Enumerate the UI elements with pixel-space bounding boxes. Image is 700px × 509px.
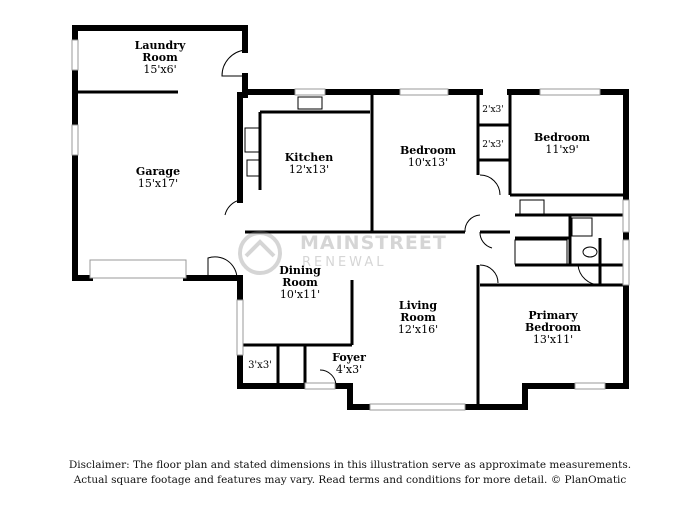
kitchen-sink — [297, 96, 323, 110]
hall-door-arc-2 — [464, 214, 481, 233]
garage-exterior-wall — [72, 25, 248, 53]
hall-door-arc-3 — [479, 231, 493, 249]
kitchen-window — [294, 88, 326, 96]
toilet — [582, 246, 598, 258]
windows — [71, 39, 630, 411]
laundry-room-dims: 15'x6' — [143, 63, 177, 76]
foyer-door-arc — [319, 369, 337, 387]
garage-dims: 15'x17' — [137, 177, 179, 190]
primary-window-right — [622, 239, 630, 286]
bedroom2-name: Bedroom — [533, 131, 591, 144]
living-room-name-2: Room — [400, 311, 436, 324]
garage-label: Garage 15'x17' — [136, 166, 180, 190]
garage-entry-door-arc — [207, 256, 238, 279]
garage-window-mid — [71, 124, 79, 156]
bottom-right-wall-2 — [477, 383, 578, 410]
fixtures — [244, 96, 598, 265]
disclaimer-line1: Disclaimer: The floor plan and stated di… — [68, 459, 632, 471]
dining-room-dims: 10'x11' — [279, 288, 321, 301]
bedroom1-label: Bedroom 10'x13' — [400, 145, 456, 169]
hall-door-arc — [479, 174, 501, 196]
bottom-living-wall-2 — [332, 383, 373, 410]
fridge — [246, 159, 261, 177]
foyer-dims: 4'x3' — [335, 363, 363, 376]
closet-c-label: 3'x3' — [248, 360, 272, 371]
doors — [207, 49, 601, 387]
kitchen-label: Kitchen 12'x13' — [285, 152, 334, 176]
foyer-door — [304, 382, 336, 390]
living-room-label: Living Room 12'x16' — [398, 300, 438, 336]
bedroom1-name: Bedroom — [399, 144, 457, 157]
primary-bedroom-label: Primary Bedroom 13'x11' — [525, 310, 581, 346]
primary-window-bottom — [574, 382, 606, 390]
bathtub — [514, 239, 568, 265]
foyer-label: Foyer 4'x3' — [332, 352, 366, 376]
laundry-door-arc — [221, 49, 246, 77]
disclaimer-line2: Actual square footage and features may v… — [73, 474, 627, 486]
closet-b-label: 2'x3' — [482, 140, 504, 150]
dining-window — [236, 299, 244, 356]
laundry-room-label: Laundry Room 15'x6' — [135, 40, 186, 76]
laundry-room-name-2: Room — [142, 51, 178, 64]
bedroom1-window — [399, 88, 449, 96]
bedroom2-dims: 11'x9' — [545, 143, 579, 156]
bedroom2-label: Bedroom 11'x9' — [534, 132, 590, 156]
dining-room-name-1: Dining — [279, 264, 321, 277]
living-room-dims: 12'x16' — [397, 323, 439, 336]
kitchen-dims: 12'x13' — [288, 163, 330, 176]
garage-name: Garage — [135, 165, 181, 178]
bedroom2-window — [539, 88, 601, 96]
watermark-line1: MAINSTREET — [300, 232, 447, 254]
dining-room-name-2: Room — [282, 276, 318, 289]
watermark-icon — [238, 231, 282, 275]
bath-door-arc — [577, 264, 601, 286]
garage-window-top — [71, 39, 79, 71]
dining-room-label: Dining Room 10'x11' — [279, 265, 321, 301]
primary-bedroom-name-1: Primary — [528, 309, 578, 322]
kitchen-door-arc — [224, 199, 241, 216]
laundry-room-name-1: Laundry — [134, 39, 186, 52]
primary-door-arc — [479, 264, 499, 284]
primary-bedroom-dims: 13'x11' — [532, 333, 574, 346]
bath-sink — [519, 199, 545, 215]
watermark-line2: RENEWAL — [302, 255, 387, 270]
watermark: MAINSTREET RENEWAL — [232, 228, 482, 278]
foyer-name: Foyer — [332, 351, 366, 364]
kitchen-name: Kitchen — [284, 151, 334, 164]
living-window — [369, 403, 466, 411]
bedroom1-dims: 10'x13' — [407, 156, 449, 169]
primary-bedroom-name-2: Bedroom — [524, 321, 582, 334]
interior-walls — [78, 90, 626, 407]
living-room-name-1: Living — [398, 299, 438, 312]
stove — [244, 127, 260, 153]
closet-a-label: 2'x3' — [482, 105, 504, 115]
bath-window — [622, 199, 630, 233]
bath-vanity — [571, 217, 593, 237]
bottom-left-wall — [237, 352, 308, 389]
disclaimer: Disclaimer: The floor plan and stated di… — [0, 458, 700, 488]
garage-door — [89, 259, 187, 279]
